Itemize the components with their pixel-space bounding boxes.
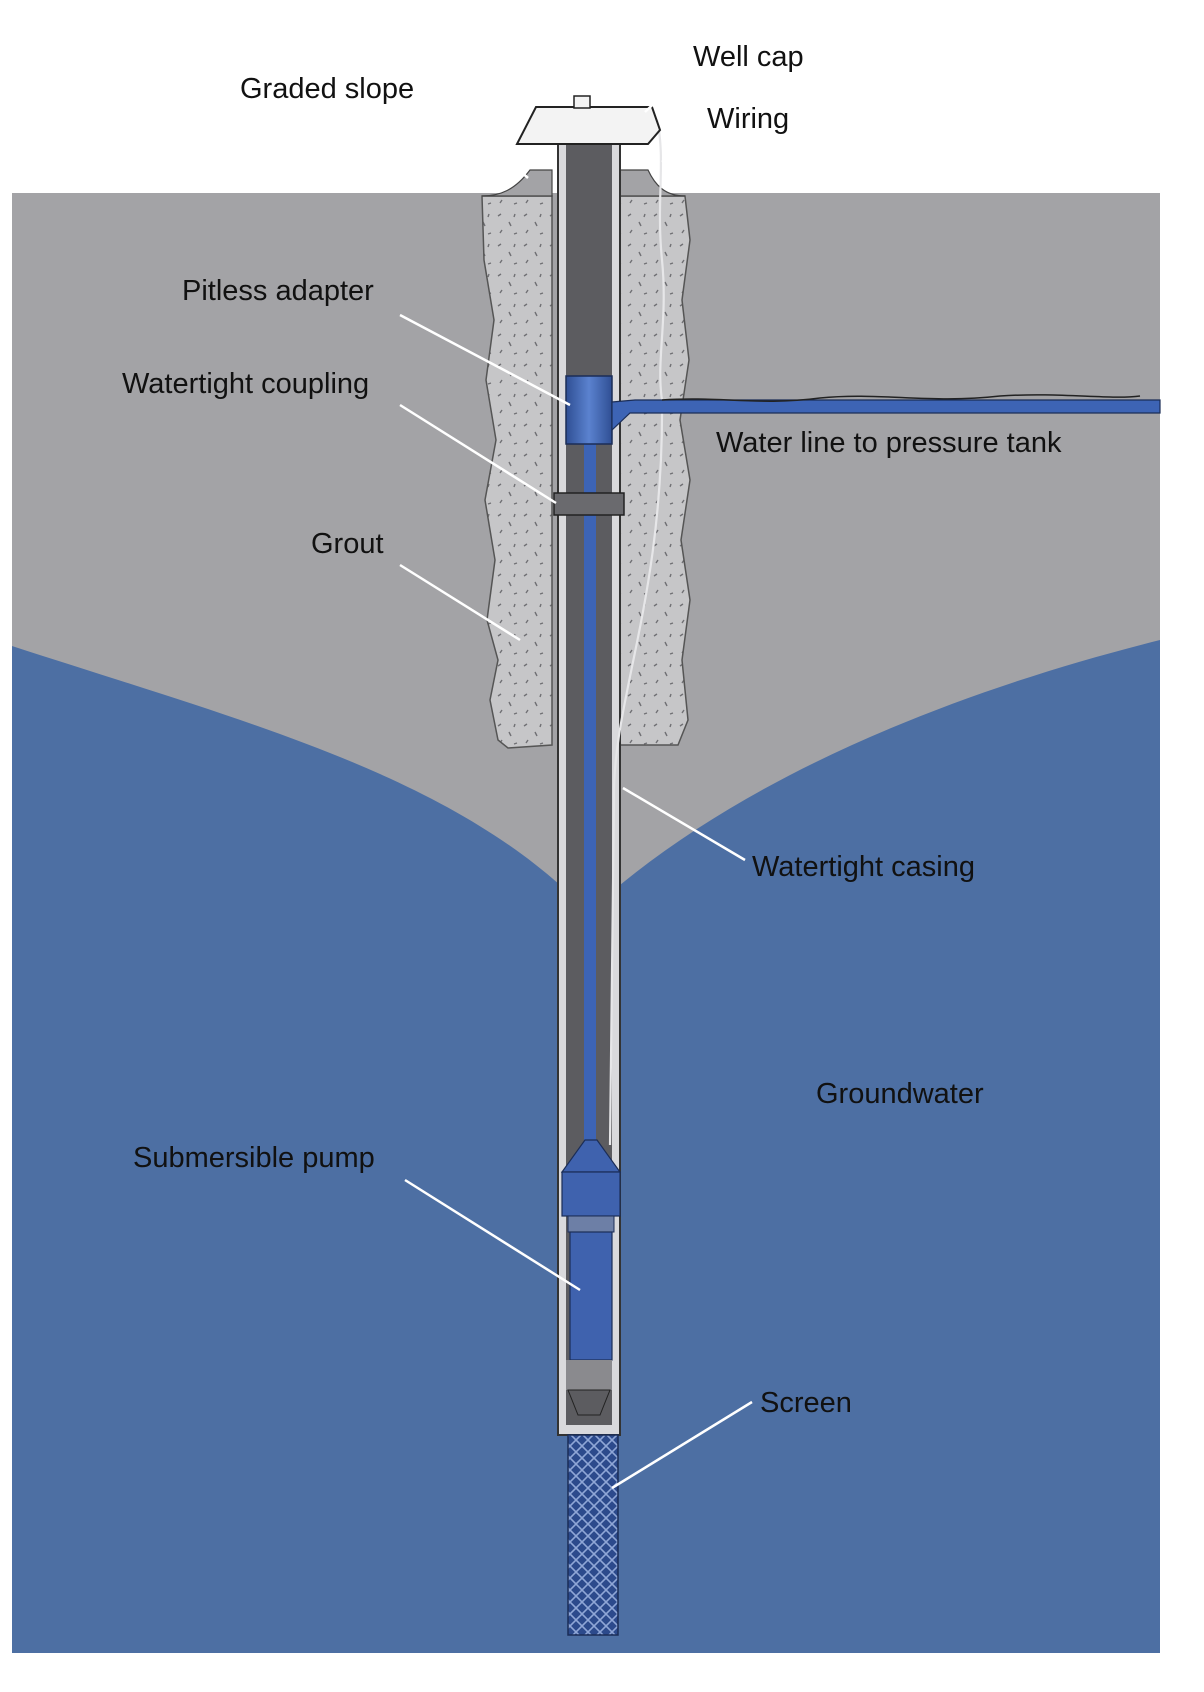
leader-submersible-pump: [404, 1178, 581, 1292]
pitless-adapter: [565, 375, 613, 445]
water-line-wiring: [661, 394, 1141, 402]
pump-intake: [567, 1215, 615, 1233]
label-pitless-adapter: Pitless adapter: [182, 275, 374, 307]
pump-upper-body: [561, 1171, 621, 1217]
leader-well-cap: [644, 72, 687, 113]
label-water-line: Water line to pressure tank: [716, 427, 1062, 459]
drop-pipe: [584, 430, 596, 1145]
leader-screen: [611, 1400, 753, 1490]
leader-graded-slope: [444, 104, 529, 179]
leader-wiring: [661, 134, 699, 163]
leader-watertight-coupling: [399, 403, 557, 505]
leader-grout: [399, 563, 521, 642]
leader-watertight-casing: [622, 786, 746, 862]
label-well-cap: Well cap: [693, 41, 804, 73]
grout-right: [619, 195, 691, 746]
label-grout: Grout: [311, 528, 384, 560]
leader-pitless-adapter: [399, 313, 571, 407]
label-wiring: Wiring: [707, 103, 789, 135]
casing-bottom-plug: [566, 1360, 612, 1390]
wiring: [608, 119, 665, 1146]
label-groundwater: Groundwater: [816, 1078, 984, 1110]
well-cap: [515, 106, 662, 145]
label-watertight-coupling: Watertight coupling: [122, 368, 369, 400]
leader-lines: [399, 72, 753, 1490]
label-graded-slope: Graded slope: [240, 73, 414, 105]
label-watertight-casing: Watertight casing: [752, 851, 975, 883]
casing-bottom-taper: [567, 1389, 611, 1416]
well-cap-knob: [573, 95, 591, 109]
screen: [567, 1434, 619, 1636]
pump-motor: [569, 1231, 613, 1361]
label-submersible-pump: Submersible pump: [133, 1142, 375, 1174]
watertight-coupling: [553, 492, 625, 516]
label-screen: Screen: [760, 1387, 852, 1419]
water-line: [611, 399, 1161, 432]
